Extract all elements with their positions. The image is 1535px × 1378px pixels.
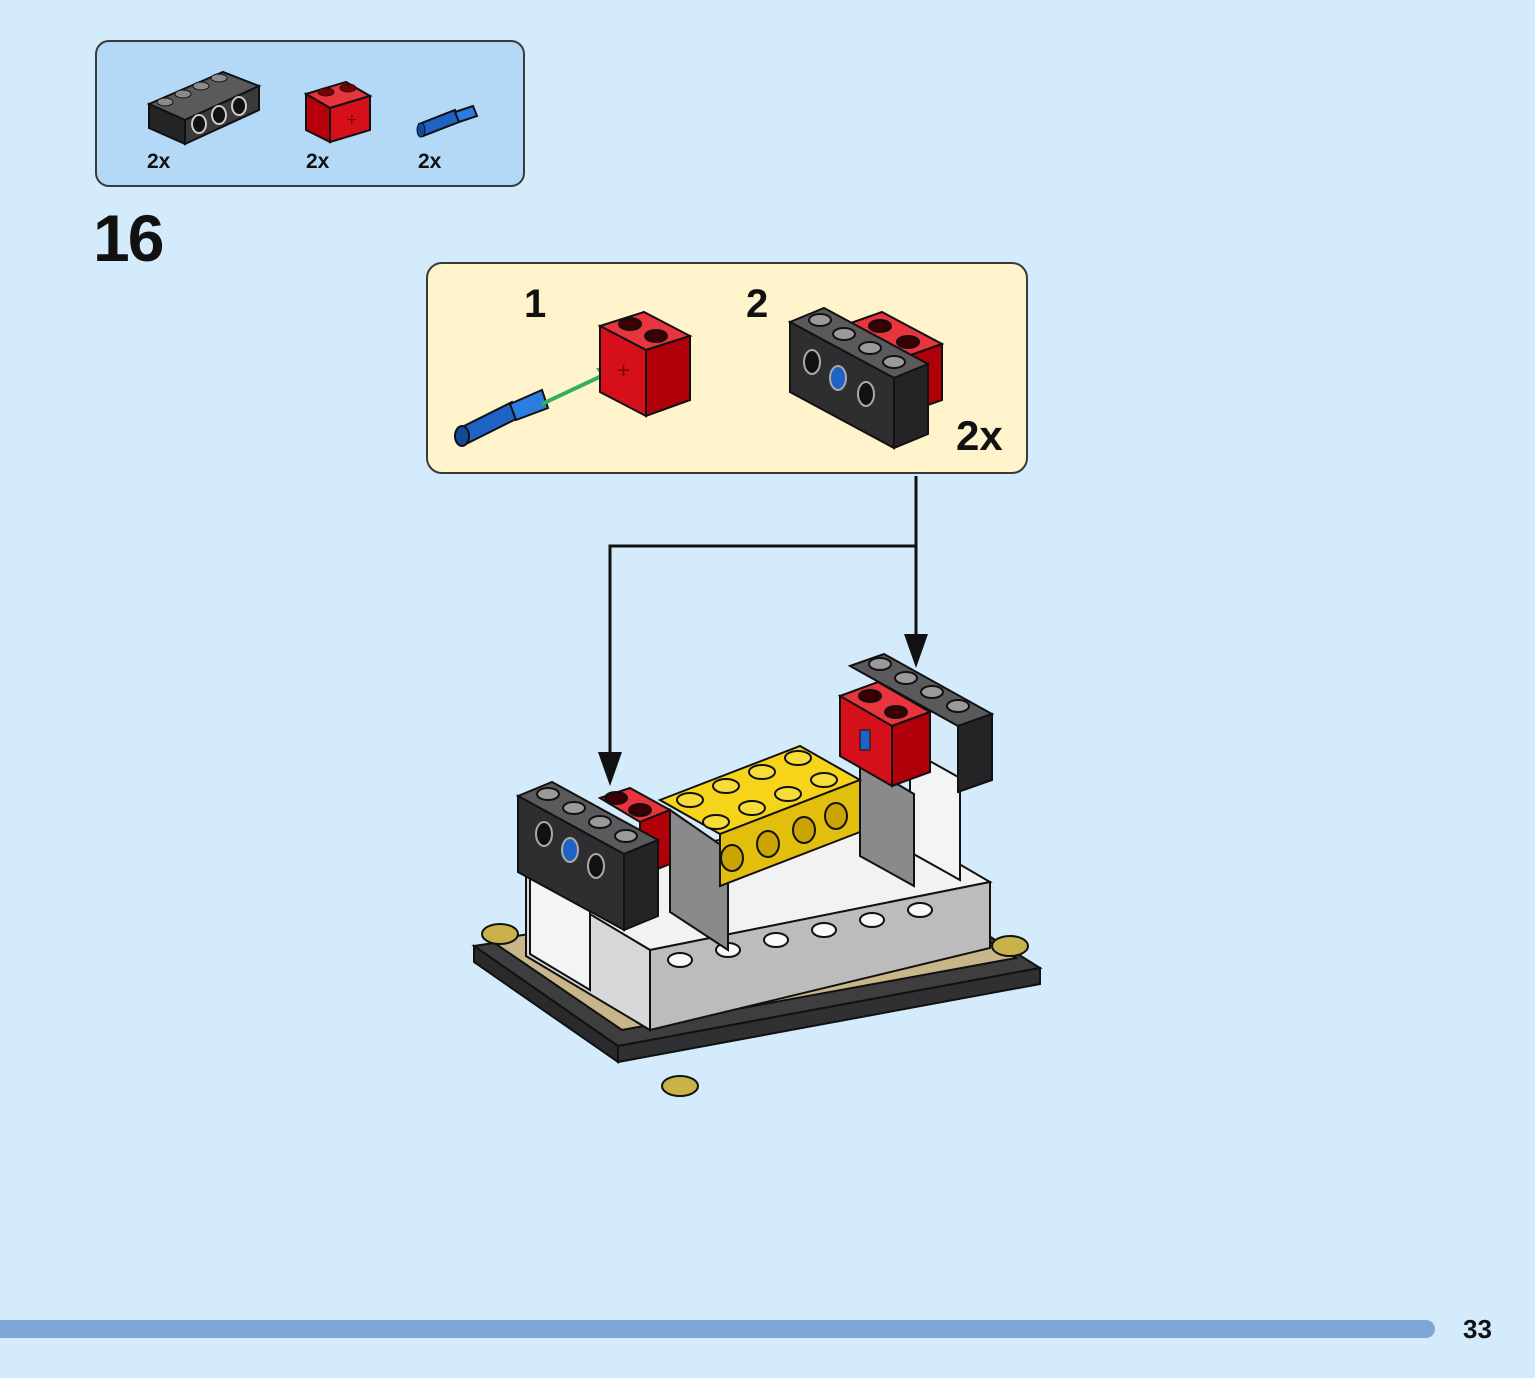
sub-assembly-box: 1 2 2x + [426,262,1028,474]
green-arrow-icon [541,370,611,406]
left-sub-assembly [515,780,673,932]
svg-text:+: + [346,112,358,128]
part-qty-blue-pin: 2x [418,150,442,173]
dark-gray-technic-brick-icon [787,306,931,450]
parts-list-box: 2x + 2x 2x [95,40,525,187]
step-number: 16 [93,201,164,275]
svg-text:+: + [616,360,631,381]
right-sub-assembly [837,652,995,794]
gold-stud-icon [481,923,1029,1097]
red-brick-icon: + [303,80,373,144]
sub-step-2-label: 2 [746,282,769,326]
part-qty-red-brick: 2x [306,150,330,173]
page-number: 33 [1463,1314,1492,1344]
sub-step-2-illustration [787,306,945,450]
blue-pin-icon [454,388,550,447]
sub-step-1-label: 1 [524,282,547,326]
arrow-line-left [608,476,918,760]
red-brick-icon: + [597,310,693,418]
sub-assembly-multiplier: 2x [956,412,1003,459]
sub-step-1-illustration: + [454,310,693,447]
dark-gray-technic-brick-icon [146,70,262,146]
blue-axle-pin-icon [416,104,479,138]
arrow-head-right-icon [904,634,928,668]
main-model-illustration [471,652,1043,1097]
page-progress-bar [0,1320,1435,1338]
part-qty-dark-gray-brick: 2x [147,150,171,173]
arrow-head-left-icon [598,752,622,786]
